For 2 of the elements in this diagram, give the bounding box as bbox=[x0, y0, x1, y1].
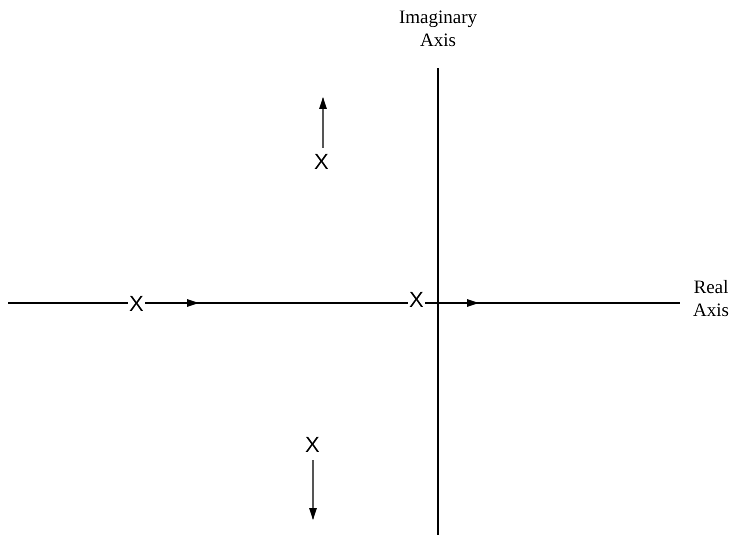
axis-label: Real Axis bbox=[692, 276, 730, 322]
axis-label: Imaginary Axis bbox=[398, 6, 478, 52]
